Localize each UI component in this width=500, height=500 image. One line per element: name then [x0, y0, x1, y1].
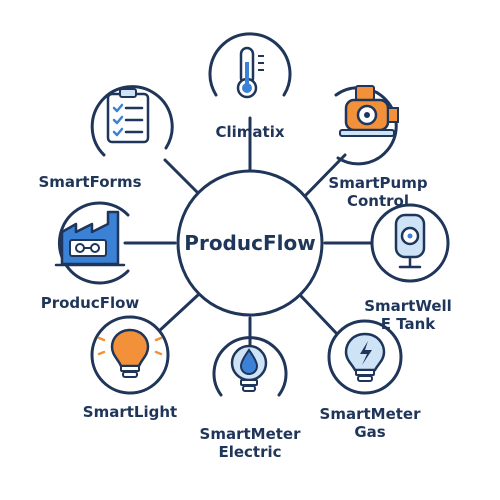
label-line: Gas	[354, 423, 386, 441]
node-smartlight	[90, 315, 170, 395]
label-line: ProducFlow	[40, 294, 140, 312]
hub-label: ProducFlow	[184, 231, 316, 255]
label-line: E Tank	[380, 315, 436, 333]
spoke-smartforms	[163, 158, 199, 194]
node-smartmeter-gas	[327, 319, 403, 395]
label-smartlight: SmartLight	[70, 403, 190, 421]
clipboard-checklist-icon	[106, 88, 150, 144]
spoke-smartmeter-gas	[298, 293, 340, 337]
label-line: SmartForms	[38, 173, 142, 191]
label-smartwell: SmartWell E Tank	[348, 297, 468, 333]
label-climatix: Climatix	[190, 123, 310, 141]
node-climatix	[208, 32, 292, 99]
label-smartmeter-electric: SmartMeter Electric	[190, 425, 310, 461]
label-line: SmartWell	[364, 297, 452, 315]
label-line: Climatix	[215, 123, 285, 141]
node-smartforms	[90, 85, 174, 157]
tank-gauge-icon	[394, 213, 426, 269]
label-smartforms: SmartForms	[30, 173, 150, 191]
spokes	[123, 116, 382, 347]
label-line: SmartPump	[328, 174, 428, 192]
node-smartpump	[334, 85, 399, 166]
thermometer-icon	[236, 46, 264, 99]
spoke-smartlight	[156, 293, 200, 334]
label-smartpump: SmartPump Control	[318, 174, 438, 210]
water-drop-bulb-icon	[230, 344, 268, 392]
node-ring	[208, 32, 292, 97]
lightbulb-icon	[97, 328, 163, 378]
label-smartmeter-gas: SmartMeter Gas	[310, 405, 430, 441]
spoke-smartpump	[301, 153, 347, 200]
label-line: Electric	[218, 443, 282, 461]
hub-circle	[176, 169, 324, 317]
label-line: SmartLight	[82, 403, 178, 421]
node-ring	[90, 85, 174, 157]
pump-icon	[339, 85, 399, 137]
node-smartmeter-electric	[212, 336, 288, 397]
label-line: SmartMeter	[319, 405, 421, 423]
factory-icon	[54, 210, 126, 267]
label-line: Control	[346, 192, 409, 210]
node-smartwell	[370, 203, 450, 283]
node-ring	[57, 201, 130, 285]
label-producflow: ProducFlow	[30, 294, 150, 312]
node-ring	[212, 336, 288, 397]
label-line: SmartMeter	[199, 425, 301, 443]
node-producflow	[54, 201, 130, 285]
gas-bulb-icon	[344, 332, 386, 382]
